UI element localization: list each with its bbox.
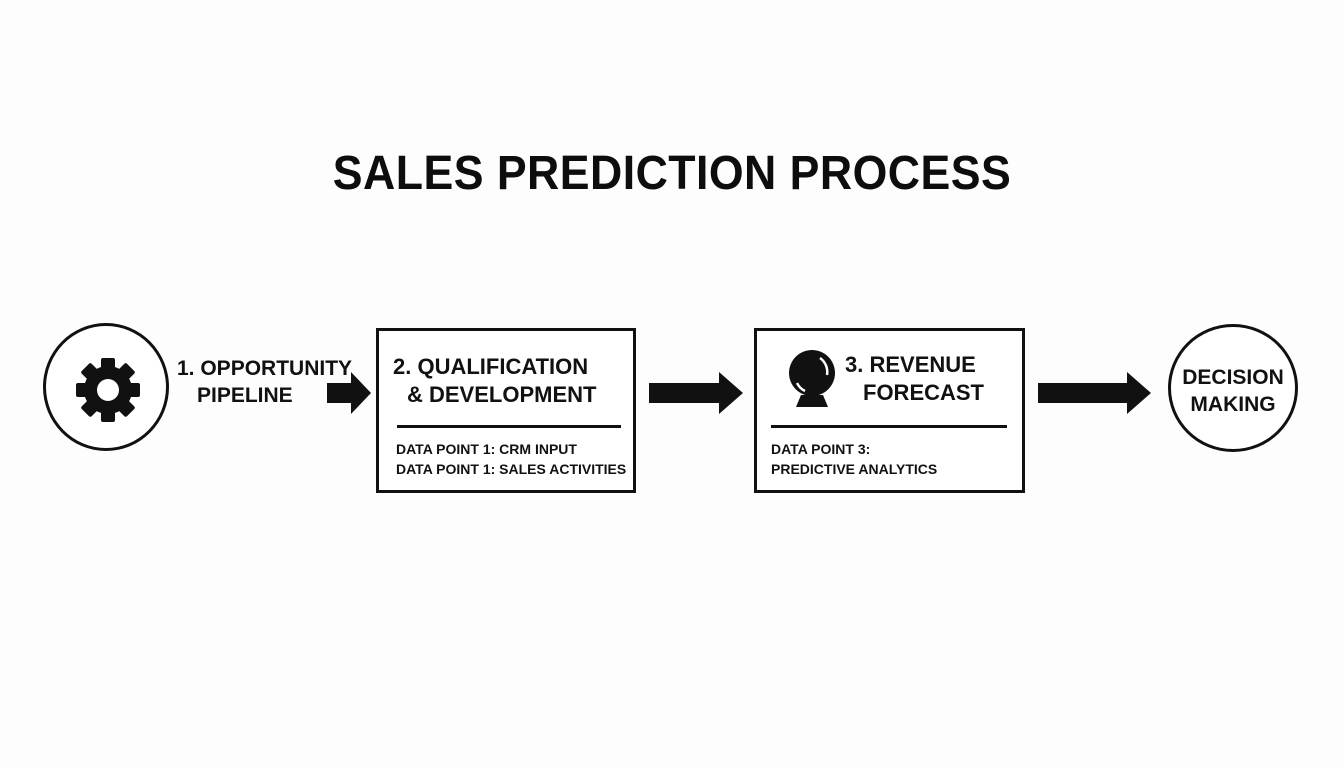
stage-1-label: 1. OPPORTUNITY PIPELINE bbox=[177, 355, 357, 409]
crystal-ball-icon bbox=[787, 349, 837, 414]
stage-3-box: 3. REVENUE FORECAST DATA POINT 3: PREDIC… bbox=[754, 328, 1025, 493]
gear-icon bbox=[74, 356, 142, 429]
stage-2-title: 2. QUALIFICATION & DEVELOPMENT bbox=[393, 353, 596, 409]
stage-1-label-line2: PIPELINE bbox=[197, 384, 293, 407]
stage-2-divider bbox=[397, 425, 621, 428]
stage-4-label-line2: MAKING bbox=[1190, 393, 1276, 416]
diagram-title: SALES PREDICTION PROCESS bbox=[332, 147, 1012, 200]
stage-1-circle bbox=[43, 323, 169, 451]
data-point: DATA POINT 1: CRM INPUT bbox=[396, 441, 577, 457]
stage-2-title-line1: 2. QUALIFICATION bbox=[393, 354, 589, 379]
stage-3-title: 3. REVENUE FORECAST bbox=[845, 351, 984, 407]
data-point: PREDICTIVE ANALYTICS bbox=[771, 461, 938, 477]
arrow-right-icon bbox=[1038, 372, 1151, 414]
arrow-right-icon bbox=[649, 372, 743, 414]
stage-2-data-points: DATA POINT 1: CRM INPUT DATA POINT 1: SA… bbox=[396, 439, 626, 479]
stage-4-label-line1: DECISION bbox=[1182, 366, 1284, 389]
arrow-right-icon bbox=[327, 372, 371, 414]
stage-4-circle: DECISION MAKING bbox=[1168, 324, 1298, 452]
stage-1-label-line1: 1. OPPORTUNITY bbox=[177, 357, 353, 380]
data-point: DATA POINT 3: bbox=[771, 441, 871, 457]
stage-3-divider bbox=[771, 425, 1007, 428]
stage-3-title-line2: FORECAST bbox=[863, 380, 984, 405]
stage-4-label: DECISION MAKING bbox=[1171, 364, 1295, 418]
stage-3-title-line1: 3. REVENUE bbox=[845, 352, 976, 377]
stage-3-data-points: DATA POINT 3: PREDICTIVE ANALYTICS bbox=[771, 439, 937, 479]
stage-2-title-line2: & DEVELOPMENT bbox=[407, 382, 597, 407]
stage-2-box: 2. QUALIFICATION & DEVELOPMENT DATA POIN… bbox=[376, 328, 636, 493]
data-point: DATA POINT 1: SALES ACTIVITIES bbox=[396, 461, 627, 477]
